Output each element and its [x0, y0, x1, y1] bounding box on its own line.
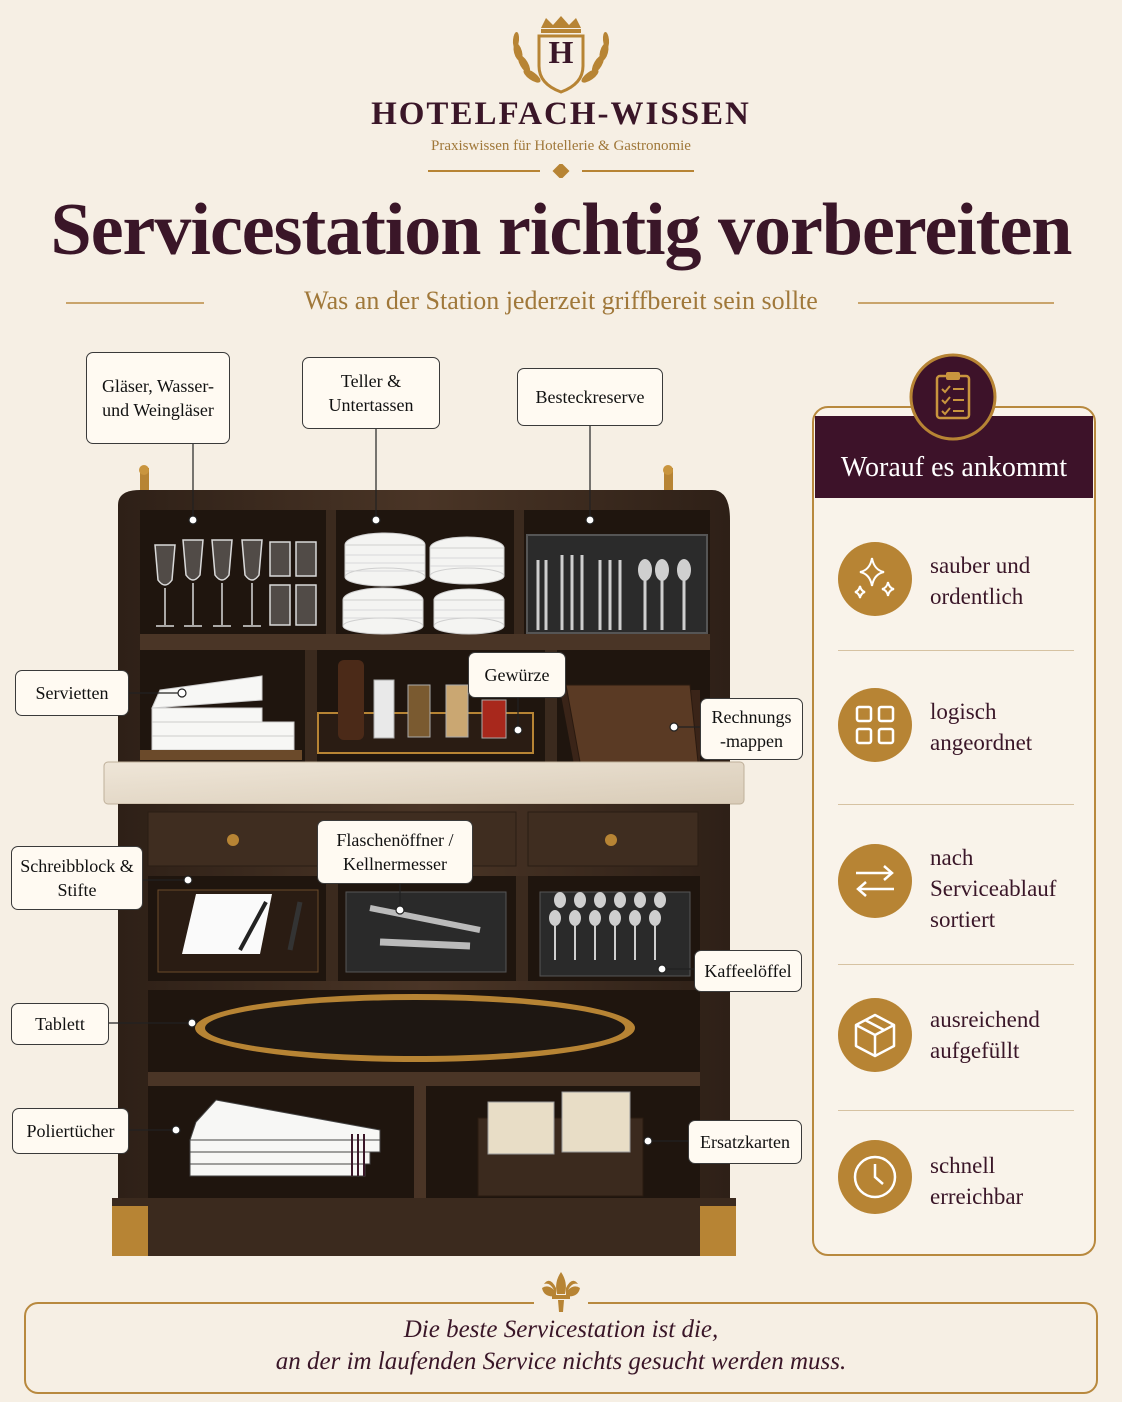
- quote-line-1: Die beste Servicestation ist die,: [403, 1316, 719, 1343]
- item-text-stocked: ausreichend aufgefüllt: [930, 1007, 1040, 1063]
- logo-letter: H: [548, 34, 574, 70]
- label-spices: Gewürze: [468, 652, 566, 698]
- item-text-clean: sauber und ordentlich: [930, 553, 1031, 609]
- fleur-de-lis-icon: [534, 1272, 588, 1318]
- label-glasses: Gläser, Wasser- und Weingläser: [86, 352, 230, 444]
- ornament-divider: [428, 164, 694, 178]
- clock-icon: [838, 1140, 912, 1214]
- sparkle-icon: [838, 542, 912, 616]
- brand-name: HOTELFACH-WISSEN: [371, 96, 751, 132]
- label-notepad: Schreibblock & Stifte: [11, 846, 143, 910]
- item-text-arranged: logisch angeordnet: [930, 699, 1033, 755]
- subtitle-rule-right: [858, 302, 1054, 304]
- divider: [838, 804, 1074, 805]
- page-subtitle: Was an der Station jederzeit griffbereit…: [304, 286, 818, 315]
- label-cutlery: Besteckreserve: [517, 368, 663, 426]
- label-polishing-cloths: Poliertücher: [12, 1108, 129, 1154]
- label-opener: Flaschenöffner / Kellnermesser: [317, 820, 473, 884]
- divider: [838, 964, 1074, 965]
- grid-icon: [838, 688, 912, 762]
- arrows-exchange-icon: [838, 844, 912, 918]
- label-plates: Teller & Untertassen: [302, 357, 440, 429]
- quote-line-2: an der im laufenden Service nichts gesuc…: [275, 1348, 847, 1375]
- subtitle-rule-left: [66, 302, 204, 304]
- brand-logo: [512, 16, 610, 94]
- item-text-sorted: nach Serviceablauf sortiert: [930, 845, 1057, 932]
- box-icon: [838, 998, 912, 1072]
- label-napkins: Servietten: [15, 670, 129, 716]
- label-coffee-spoons: Kaffeelöffel: [694, 950, 802, 992]
- brand-tagline: Praxiswissen für Hotellerie & Gastronomi…: [431, 138, 691, 154]
- item-text-reachable: schnell erreichbar: [930, 1153, 1024, 1209]
- clipboard-checklist-icon: [909, 353, 997, 441]
- divider: [838, 650, 1074, 651]
- divider: [838, 1110, 1074, 1111]
- label-bills: Rechnungs-mappen: [700, 698, 803, 760]
- label-spare-menus: Ersatzkarten: [688, 1120, 802, 1164]
- label-tray: Tablett: [11, 1003, 109, 1045]
- page-title: Servicestation richtig vorbereiten: [50, 189, 1073, 271]
- checklist-panel: [812, 406, 1096, 1256]
